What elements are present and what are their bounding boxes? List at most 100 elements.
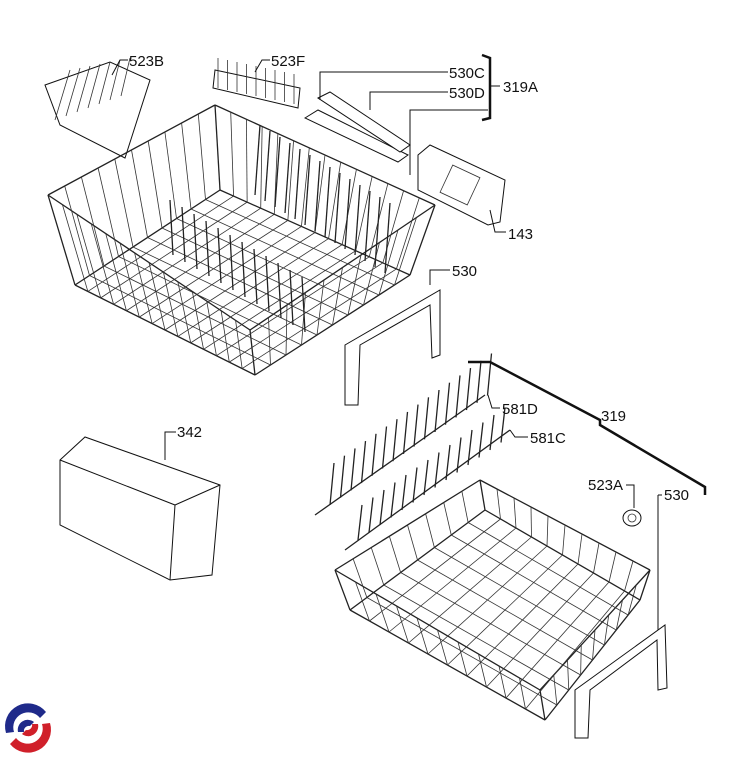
wire [371,433,377,476]
wire [496,488,501,520]
wire [285,304,288,356]
wire [593,542,600,574]
wire [164,131,177,219]
wire [476,360,482,403]
wire [103,265,287,356]
wire [364,190,371,262]
wire [467,429,473,466]
wire [413,404,419,447]
wire [434,389,440,433]
wire [352,558,368,598]
lower-basket [334,479,651,721]
wire [437,629,448,666]
wire [457,641,468,677]
wire [363,242,380,306]
wire [486,353,493,396]
wire [190,208,380,296]
wire [423,397,430,440]
wire [394,217,417,286]
part-530-lower-cover [574,624,668,739]
wire [328,162,342,239]
wire [392,419,398,462]
wire [176,218,364,306]
upper-basket [47,104,436,376]
wire [334,569,351,611]
wire [249,329,256,376]
wire [360,441,367,484]
wire [329,462,335,506]
wire [577,533,583,565]
wire [567,659,570,691]
wire [230,112,234,197]
wire [639,569,651,601]
label-530d: 530D [449,85,485,102]
wire [284,142,291,214]
wire [379,489,385,526]
brand-logo [5,703,51,753]
part-581-tine-racks [314,353,511,551]
wire [467,522,629,616]
wire [89,275,271,366]
part-143-bracket [417,144,506,226]
wire [253,248,258,305]
wire [580,644,582,676]
wire [409,204,436,276]
wire [181,206,186,263]
wire [627,584,637,616]
wire [451,534,617,631]
wire [214,104,221,191]
wire [344,178,351,250]
wire [498,665,507,699]
wire [370,547,385,586]
wire [98,61,111,105]
wire [260,126,263,209]
wire [220,310,230,363]
wire [65,67,81,117]
leader-lines [111,53,707,630]
wire [434,547,605,646]
wire [339,455,346,498]
part-523b-clip [44,57,151,159]
wire [390,482,396,518]
wire [193,213,198,270]
wire [97,167,119,257]
wire [608,551,617,583]
wire [81,176,105,267]
wire [416,617,429,655]
wire [47,194,76,286]
wire [546,515,549,547]
wire [64,185,90,276]
wire [381,426,388,469]
wire [206,301,217,356]
wire [423,459,429,496]
wire [388,536,402,573]
wire [350,448,356,491]
wire [539,689,546,721]
wire [603,614,610,646]
wire [519,677,526,710]
wire [347,254,362,316]
wire [314,154,326,233]
wire [54,69,71,121]
wire [445,444,451,481]
wire [90,223,114,305]
wire [114,158,134,248]
wire [344,429,511,551]
wire [402,411,409,454]
wire [132,246,318,336]
wire [615,599,623,631]
label-523b: 523B [129,53,164,70]
label-581c: 581C [530,430,566,447]
label-342: 342 [177,424,202,441]
wire [76,214,102,298]
wire [301,147,310,227]
wire [118,256,302,346]
wire [147,237,333,326]
wire [456,437,462,473]
wire [301,292,306,346]
wire [478,653,487,688]
wire [205,199,395,286]
wire [235,320,243,369]
wire [500,407,506,443]
